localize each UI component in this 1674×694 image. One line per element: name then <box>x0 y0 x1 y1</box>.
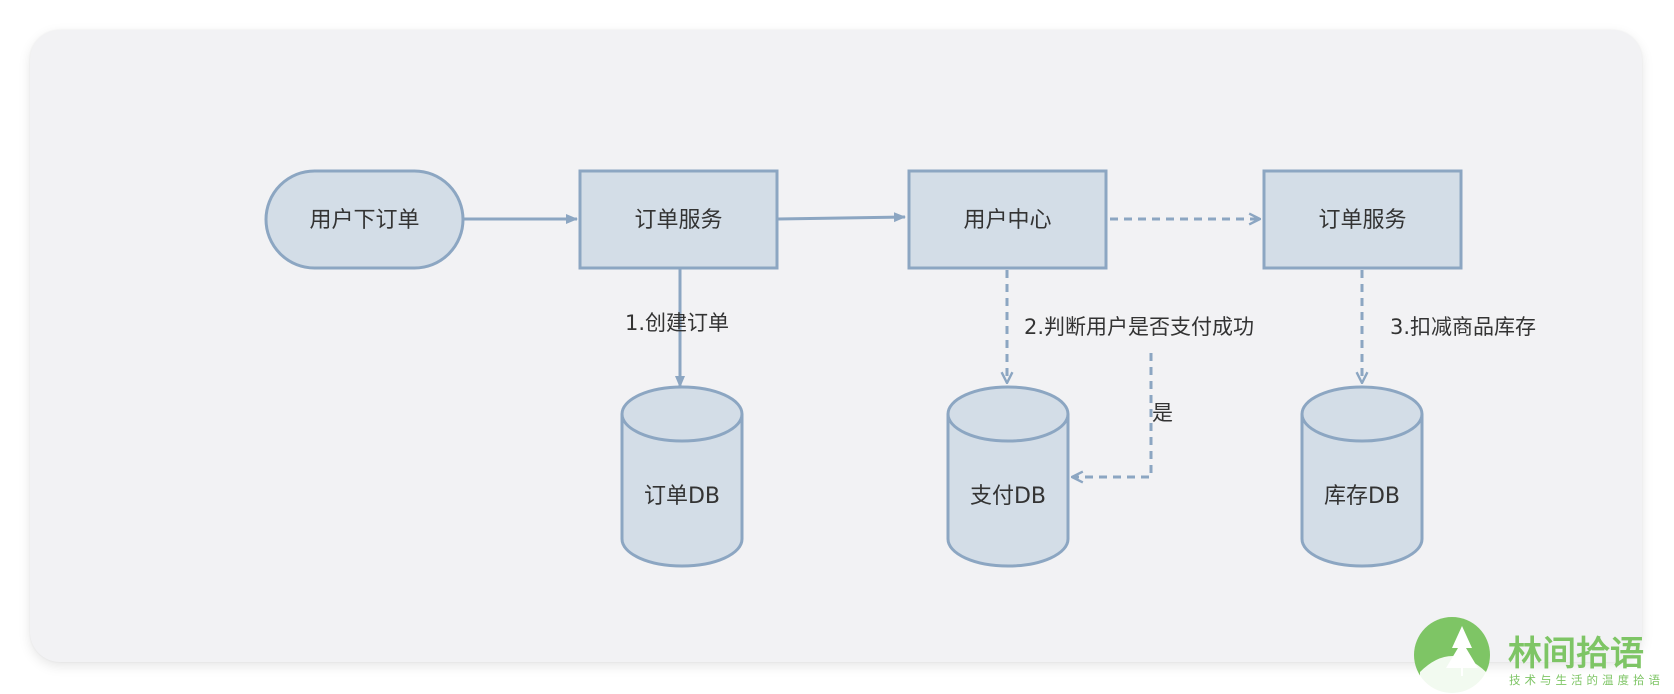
edge-label-yes: 是 <box>1152 401 1173 425</box>
watermark: 林间拾语 技术与生活的温度拾语 <box>1414 617 1664 694</box>
edge-label-check-payment: 2.判断用户是否支付成功 <box>1024 315 1254 339</box>
node-order-service-1-label: 订单服务 <box>634 208 722 233</box>
edge-label-create-order: 1.创建订单 <box>625 311 729 335</box>
db-stock: 库存DB <box>1300 385 1424 568</box>
node-user-center: 用户中心 <box>907 169 1108 270</box>
edge-label-deduct-stock: 3.扣减商品库存 <box>1390 315 1536 339</box>
node-order-service-2: 订单服务 <box>1262 169 1463 270</box>
node-user-center-label: 用户中心 <box>963 208 1051 233</box>
node-order-service-2-label: 订单服务 <box>1318 208 1406 233</box>
watermark-logo-icon <box>1414 617 1490 694</box>
watermark-subtitle: 技术与生活的温度拾语 <box>1509 673 1664 687</box>
edge-yes-to-pay-db <box>1072 353 1153 477</box>
db-pay: 支付DB <box>946 385 1070 568</box>
db-order-label: 订单DB <box>644 484 720 509</box>
db-pay-label: 支付DB <box>970 484 1046 509</box>
node-order-service-1: 订单服务 <box>578 169 779 270</box>
db-order: 订单DB <box>620 385 744 568</box>
watermark-title: 林间拾语 <box>1508 634 1644 674</box>
node-user-order: 用户下订单 <box>264 169 465 270</box>
node-user-order-label: 用户下订单 <box>309 208 419 233</box>
db-stock-label: 库存DB <box>1324 484 1400 509</box>
edge-order-service-to-user-center <box>777 212 906 223</box>
